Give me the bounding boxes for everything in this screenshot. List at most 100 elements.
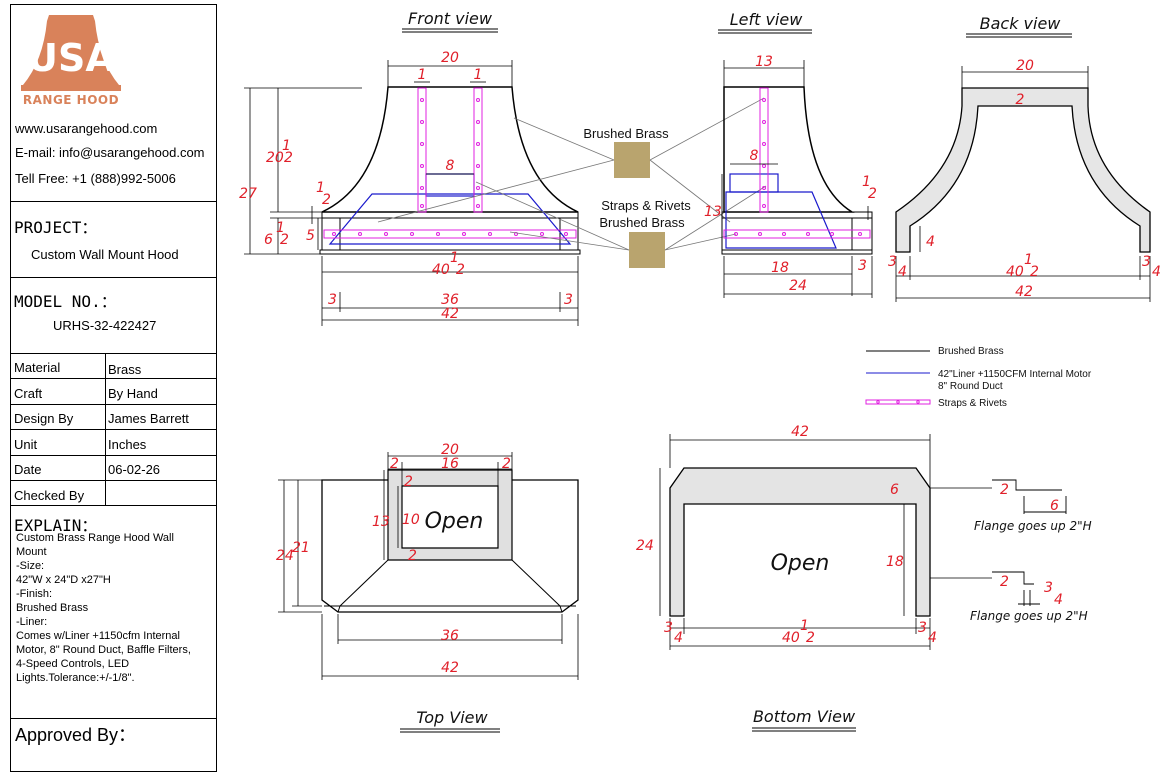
explain-line: -Finish: bbox=[16, 588, 53, 600]
rivet bbox=[758, 232, 762, 236]
leader-line bbox=[649, 97, 765, 161]
top-dimension-lines bbox=[278, 452, 579, 680]
bottom-dim-inner-depth: 18 bbox=[886, 554, 904, 570]
back-dim-top-thick: 2 bbox=[1016, 92, 1025, 108]
top-dim-frame-bottom: 2 bbox=[408, 548, 417, 564]
legend-label-straps: Straps & Rivets bbox=[938, 398, 1007, 409]
left-lower-body bbox=[721, 217, 873, 251]
divider bbox=[11, 201, 216, 202]
front-liner-duct bbox=[425, 173, 475, 197]
explain-line: -Liner: bbox=[16, 616, 48, 628]
back-dim-inner-whole: 40 bbox=[1006, 264, 1024, 280]
explain-line: Custom Brass Range Hood Wall bbox=[16, 532, 174, 544]
email-text: E-mail: info@usarangehood.com bbox=[15, 145, 205, 160]
flange-note-2: Flange goes up 2"H bbox=[970, 609, 1088, 623]
front-dim-inner-num: 1 bbox=[450, 250, 459, 266]
bottom-dim-inner-whole: 40 bbox=[782, 630, 800, 646]
callouts: Brushed Brass Straps & Rivets Brushed Br… bbox=[377, 97, 767, 268]
project-value: Custom Wall Mount Hood bbox=[31, 247, 179, 262]
front-dim-side-left: 3 bbox=[328, 292, 337, 308]
explain-line: Motor, 8" Round Duct, Baffle Filters, bbox=[16, 644, 191, 656]
rivet bbox=[858, 232, 862, 236]
rivet bbox=[806, 232, 810, 236]
spec-value-material: Brass bbox=[108, 362, 142, 377]
spec-value-design-by: James Barrett bbox=[108, 411, 189, 426]
spec-value-craft: By Hand bbox=[108, 386, 158, 401]
title-block: USA RANGE HOOD www.usarangehood.com E-ma… bbox=[10, 4, 217, 772]
flange-note-1: Flange goes up 2"H bbox=[974, 519, 1092, 533]
facet-line bbox=[337, 605, 341, 613]
spec-label-checked-by: Checked By bbox=[14, 488, 85, 503]
front-dim-upper-tick-den: 2 bbox=[322, 192, 331, 208]
leader-line bbox=[509, 231, 630, 251]
explain-line: 4-Speed Controls, LED bbox=[16, 658, 130, 670]
left-view: 13 8 13 1 2 18 3 24 bbox=[704, 54, 877, 298]
legend-rivet bbox=[896, 400, 900, 404]
rivet bbox=[420, 120, 424, 124]
front-view-title: Front view bbox=[408, 9, 493, 28]
front-strap-right bbox=[473, 87, 483, 213]
left-hood-outline bbox=[723, 86, 855, 213]
left-base-rail bbox=[721, 249, 873, 255]
bottom-dim-depth: 24 bbox=[636, 538, 654, 554]
rivet bbox=[734, 232, 738, 236]
left-view-title: Left view bbox=[730, 10, 804, 29]
top-dim-frame-right: 2 bbox=[502, 456, 511, 472]
back-dim-side-right-num: 3 bbox=[1142, 254, 1151, 270]
left-liner-duct bbox=[729, 173, 779, 193]
back-hood-shell bbox=[895, 87, 1151, 253]
divider bbox=[11, 429, 216, 430]
rivet bbox=[462, 232, 466, 236]
front-dim-lower-whole: 6 bbox=[264, 232, 273, 248]
leader-line bbox=[649, 159, 731, 223]
top-dim-depth-outer: 24 bbox=[276, 548, 294, 564]
logo-usa-text: USA bbox=[27, 36, 115, 80]
back-dim-side-right-den: 4 bbox=[1152, 264, 1161, 280]
drawing-canvas: Front view Left view Back view Top View … bbox=[239, 9, 1161, 733]
rivet bbox=[420, 186, 424, 190]
callout-brushed-brass-label: Brushed Brass bbox=[583, 126, 669, 141]
front-dim-upper-num: 1 bbox=[282, 138, 291, 154]
top-dim-outer-height: 13 bbox=[372, 514, 390, 530]
spec-label-unit: Unit bbox=[14, 437, 38, 452]
top-dim-frame-left: 2 bbox=[390, 456, 399, 472]
rivet bbox=[476, 186, 480, 190]
brushed-brass-swatch bbox=[614, 142, 650, 178]
bottom-dim-side-left-den: 4 bbox=[674, 630, 683, 646]
explain-label: EXPLAIN： bbox=[14, 516, 98, 535]
divider bbox=[11, 378, 216, 379]
top-dim-inner-width: 16 bbox=[441, 456, 459, 472]
bottom-dim-side-left-num: 3 bbox=[664, 620, 673, 636]
model-label: MODEL NO.： bbox=[14, 292, 117, 311]
rivet bbox=[762, 120, 766, 124]
front-dim-upper-whole: 20 bbox=[266, 150, 284, 166]
rivet bbox=[782, 232, 786, 236]
rivet bbox=[476, 142, 480, 146]
top-dim-frame-top: 2 bbox=[404, 474, 413, 490]
legend-swatch-straps bbox=[865, 399, 931, 405]
divider bbox=[11, 455, 216, 456]
back-dim-side-height: 4 bbox=[926, 234, 935, 250]
rivet bbox=[488, 232, 492, 236]
bottom-dim-inner-den: 2 bbox=[806, 630, 815, 646]
front-rivets bbox=[332, 98, 568, 236]
back-view-title: Back view bbox=[980, 14, 1062, 33]
front-liner bbox=[328, 193, 572, 245]
left-dim-top-width: 13 bbox=[755, 54, 773, 70]
divider bbox=[11, 277, 216, 278]
bottom-view: Open 42 6 24 18 3 4 40 1 2 3 4 2 6 Flang… bbox=[636, 424, 1092, 650]
back-dim-inner-num: 1 bbox=[1024, 252, 1033, 268]
approved-label: Approved By： bbox=[15, 725, 137, 745]
bottom-view-title: Bottom View bbox=[753, 707, 856, 726]
left-strap-vertical bbox=[759, 87, 769, 213]
front-dim-lower-den: 2 bbox=[280, 232, 289, 248]
divider bbox=[11, 505, 216, 506]
explain-line: Comes w/Liner +1150cfm Internal bbox=[16, 630, 180, 642]
front-dimension-lines bbox=[244, 60, 579, 326]
left-dim-height: 13 bbox=[704, 204, 722, 220]
spec-label-date: Date bbox=[14, 462, 42, 477]
rivet bbox=[476, 164, 480, 168]
bottom-dim-band: 6 bbox=[890, 482, 899, 498]
front-dim-lower-num: 1 bbox=[276, 220, 285, 236]
project-label: PROJECT： bbox=[14, 218, 98, 237]
